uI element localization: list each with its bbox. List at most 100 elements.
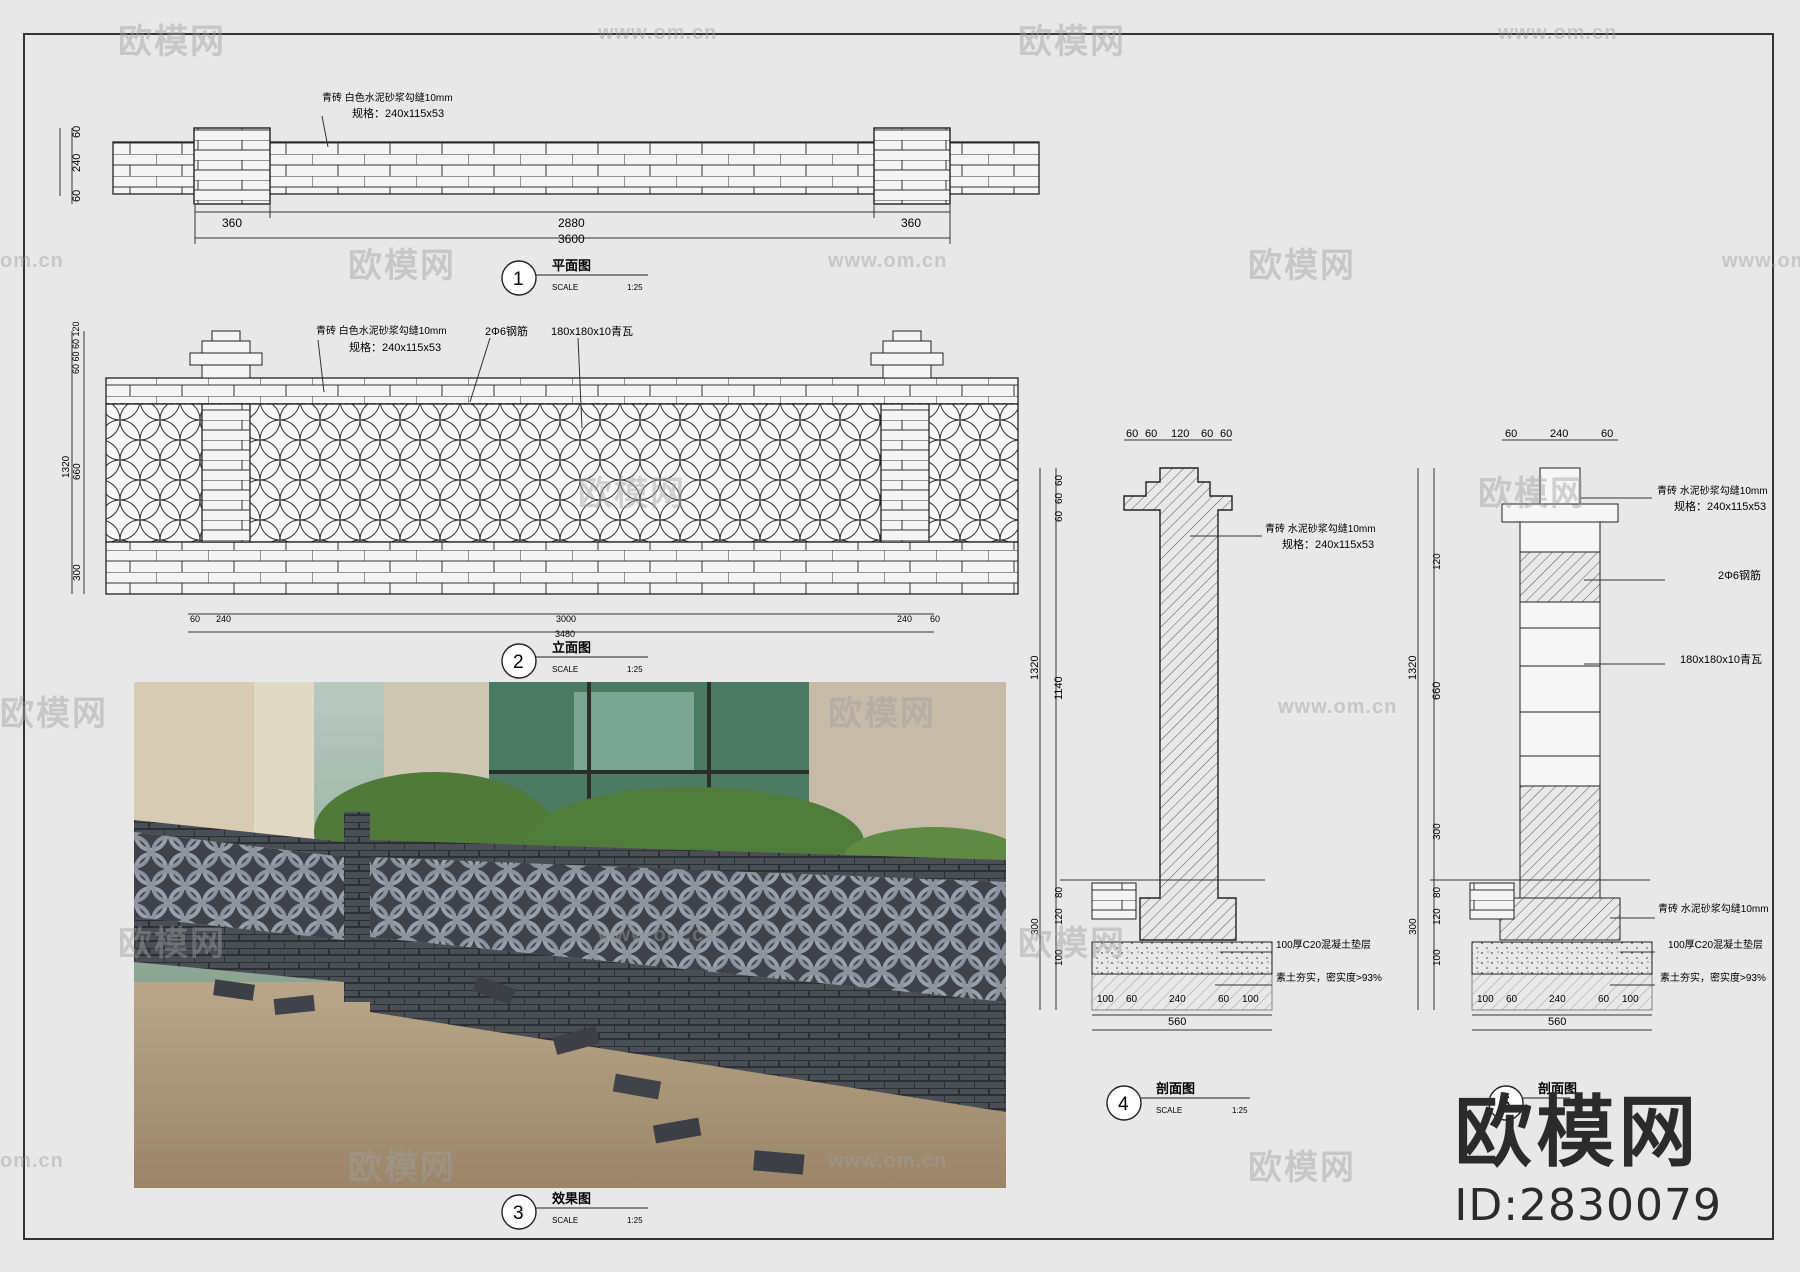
section-4: 60 60 120 60 60 青砖 水泥砂浆勾缝10mm 规格：240x115… xyxy=(1029,428,1382,1121)
photo-caption: 3 效果图 SCALE 1:25 xyxy=(501,1191,648,1230)
elev-vdim-total: 1320 xyxy=(61,455,72,478)
s5-rebar: 2Φ6钢筋 xyxy=(1718,568,1761,582)
s4-vdim-1: 60 xyxy=(1054,474,1065,486)
s4-note-2: 规格：240x115x53 xyxy=(1282,537,1374,551)
s5-soil: 素土夯实，密实度>93% xyxy=(1660,971,1766,984)
plan-vdim-b: 240 xyxy=(71,154,83,172)
s5-note-1: 青砖 水泥砂浆勾缝10mm xyxy=(1657,484,1768,497)
plan-number-bubble xyxy=(501,260,537,296)
s4-soil: 素土夯实，密实度>93% xyxy=(1276,971,1382,984)
s5-top-dim-2: 240 xyxy=(1550,428,1568,440)
s4-slab: 100厚C20混凝土垫层 xyxy=(1276,938,1371,951)
elev-number: 2 xyxy=(513,652,524,673)
s5-bottom-dim-5: 100 xyxy=(1622,994,1639,1005)
s4-title: 剖面图 xyxy=(1156,1081,1195,1096)
plan-title: 平面图 xyxy=(552,258,591,273)
elev-dim-c: 3000 xyxy=(556,614,576,624)
elev-scale: 1:25 xyxy=(627,665,643,674)
s5-v100: 100 xyxy=(1432,949,1443,966)
elev-number-bubble xyxy=(501,643,537,679)
s4-bottom-total: 560 xyxy=(1168,1016,1186,1028)
s4-v120: 120 xyxy=(1054,908,1065,925)
effect-photo xyxy=(134,682,1006,1188)
photo-title: 效果图 xyxy=(552,1191,591,1206)
s5-v300b: 300 xyxy=(1408,918,1419,935)
plan-dim-total: 3600 xyxy=(558,232,585,246)
s5-bottom-dim-2: 60 xyxy=(1506,994,1518,1005)
s5-note-2: 规格：240x115x53 xyxy=(1674,499,1766,513)
s5-v660: 660 xyxy=(1431,682,1443,700)
plan-scale: 1:25 xyxy=(627,283,643,292)
s4-vtotal: 1320 xyxy=(1029,656,1041,680)
logo-brand: 欧模网 xyxy=(1454,1088,1701,1178)
s5-mortar: 青砖 水泥砂浆勾缝10mm xyxy=(1658,902,1769,915)
s5-bottom-total: 560 xyxy=(1548,1016,1566,1028)
s4-bottom-dim-3: 240 xyxy=(1169,994,1186,1005)
section-5: 60 240 60 青砖 水泥砂浆勾缝10mm 规格：240x115x53 2Φ… xyxy=(1407,428,1769,1121)
s5-number: 5 xyxy=(1500,1094,1511,1115)
sheet-border xyxy=(23,33,1774,1240)
elev-vdim-mid: 660 xyxy=(72,463,83,480)
s5-top-dim-1: 60 xyxy=(1505,428,1517,440)
s4-top-dim-2: 60 xyxy=(1145,428,1157,440)
plan-vdim-c: 60 xyxy=(71,190,83,202)
plan-number: 1 xyxy=(513,269,524,290)
s4-bottom-dim-5: 100 xyxy=(1242,994,1259,1005)
elev-dim-b: 240 xyxy=(216,614,231,624)
s4-v100: 100 xyxy=(1054,949,1065,966)
s5-v80: 80 xyxy=(1432,886,1443,898)
s5-v300: 300 xyxy=(1432,823,1443,840)
s5-bottom-dim-1: 100 xyxy=(1477,994,1494,1005)
s4-v1140: 1140 xyxy=(1053,676,1065,700)
elev-rebar: 2Φ6钢筋 xyxy=(485,324,528,338)
plan-note-2: 规格：240x115x53 xyxy=(352,106,444,120)
s4-note-1: 青砖 水泥砂浆勾缝10mm xyxy=(1265,522,1376,535)
s4-number: 4 xyxy=(1118,1094,1129,1115)
plan-dim-mid: 2880 xyxy=(558,216,585,230)
elev-note-1: 青砖 白色水泥砂浆勾缝10mm xyxy=(316,324,447,337)
elev-tile: 180x180x10青瓦 xyxy=(551,325,633,338)
photo-number: 3 xyxy=(513,1203,524,1224)
asset-id: ID:2830079 xyxy=(1454,1180,1722,1231)
s4-bottom-dim-4: 60 xyxy=(1218,994,1230,1005)
elev-note-2: 规格：240x115x53 xyxy=(349,340,441,354)
elev-dim-d: 240 xyxy=(897,614,912,624)
elev-scale-label: SCALE xyxy=(552,665,578,674)
s4-vdim-2: 60 xyxy=(1054,492,1065,504)
s4-top-dim-3: 120 xyxy=(1171,428,1189,440)
s4-bottom-dim-1: 100 xyxy=(1097,994,1114,1005)
plan-dim-left: 360 xyxy=(222,216,242,230)
s5-title: 剖面图 xyxy=(1538,1081,1577,1096)
s4-bottom-dim-2: 60 xyxy=(1126,994,1138,1005)
s4-v300: 300 xyxy=(1030,918,1041,935)
photo-number-bubble xyxy=(501,1194,537,1230)
elev-title: 立面图 xyxy=(552,640,591,655)
s4-vdim-3: 60 xyxy=(1054,510,1065,522)
site-logo: 欧模网 ID:2830079 xyxy=(1454,1092,1722,1232)
photo-scale-label: SCALE xyxy=(552,1216,578,1225)
elevation-view: 青砖 白色水泥砂浆勾缝10mm 规格：240x115x53 2Φ6钢筋 180x… xyxy=(61,321,1019,679)
s5-top-dim-3: 60 xyxy=(1601,428,1613,440)
plan-vdim-a: 60 xyxy=(71,126,83,138)
plan-scale-label: SCALE xyxy=(552,283,578,292)
s5-bottom-dim-3: 240 xyxy=(1549,994,1566,1005)
elev-vdim-top: 60 60 60 120 xyxy=(71,321,81,374)
s4-scale-label: SCALE xyxy=(1156,1106,1182,1115)
s5-vtotal: 1320 xyxy=(1407,656,1419,680)
s5-bottom-dim-4: 60 xyxy=(1598,994,1610,1005)
s4-top-dim-4: 60 xyxy=(1201,428,1213,440)
s5-v120: 120 xyxy=(1432,553,1443,570)
s5-v120b: 120 xyxy=(1432,908,1443,925)
s4-number-bubble xyxy=(1106,1085,1142,1121)
s4-scale: 1:25 xyxy=(1232,1106,1248,1115)
plan-note-1: 青砖 白色水泥砂浆勾缝10mm xyxy=(322,91,453,104)
s5-slab: 100厚C20混凝土垫层 xyxy=(1668,938,1763,951)
elev-dim-a: 60 xyxy=(190,614,200,624)
s5-number-bubble xyxy=(1488,1085,1524,1121)
elev-dim-e: 60 xyxy=(930,614,940,624)
plan-dim-right: 360 xyxy=(901,216,921,230)
s4-top-dim-5: 60 xyxy=(1220,428,1232,440)
s4-top-dim-1: 60 xyxy=(1126,428,1138,440)
